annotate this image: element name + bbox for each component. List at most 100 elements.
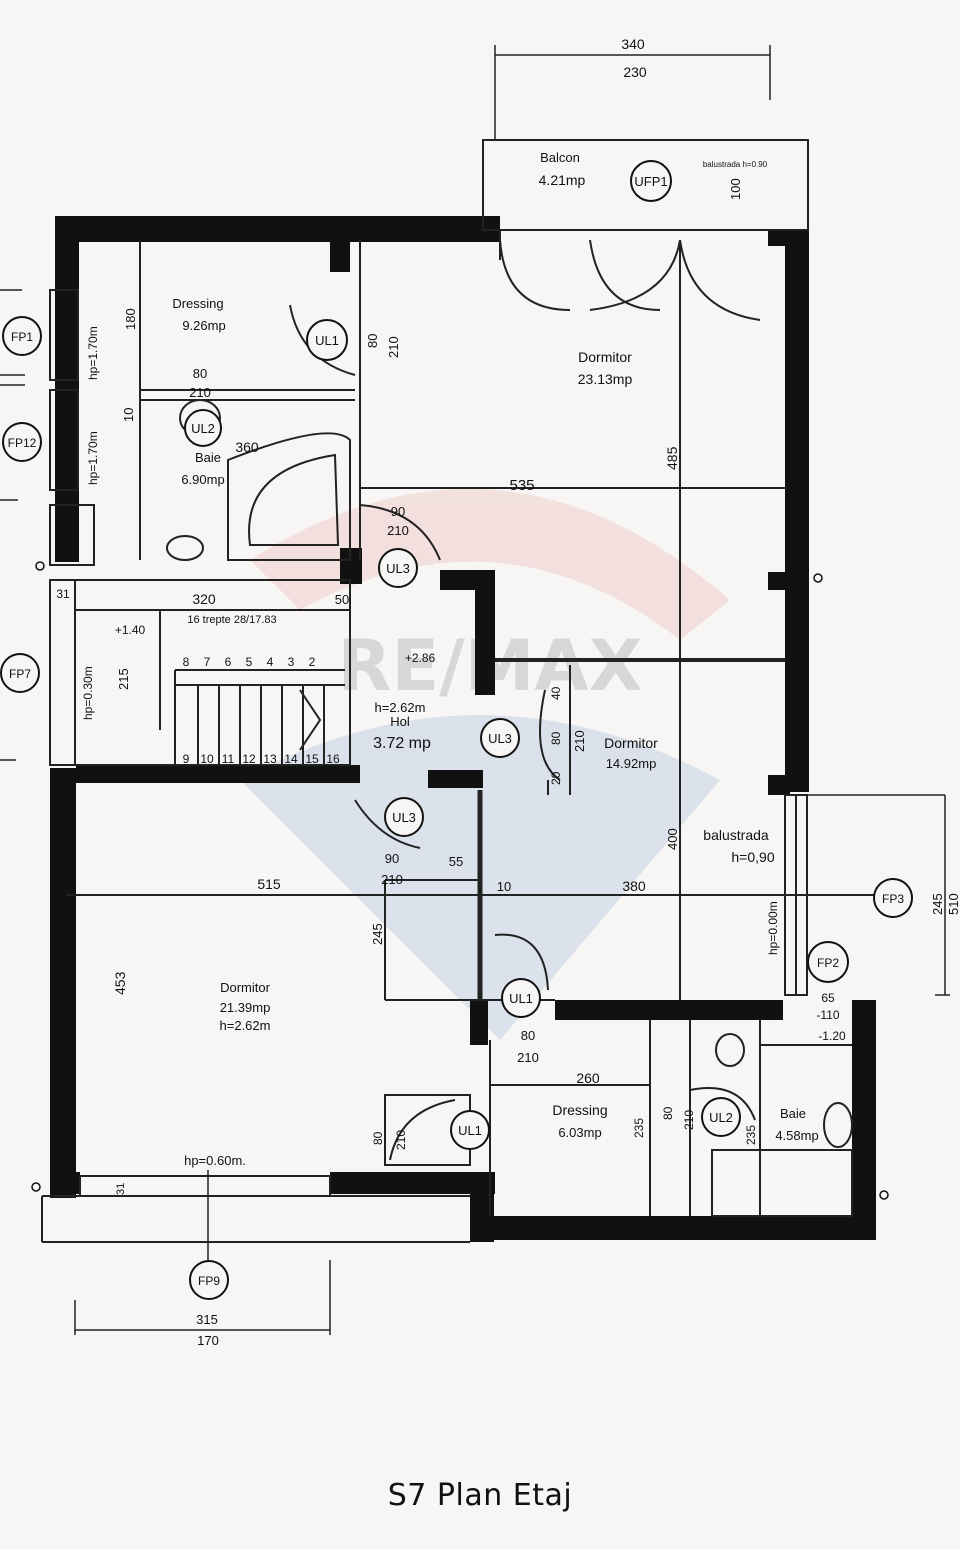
tag-ufp1: UFP1: [634, 174, 667, 189]
tag-fp1: FP1: [11, 330, 33, 344]
dim-210h: 210: [682, 1110, 696, 1130]
dim-485: 485: [664, 446, 680, 470]
label-hp-060: hp=0.60m.: [184, 1153, 246, 1168]
label-balustrada: balustrada: [703, 827, 769, 843]
stair-step-number-9: 9: [183, 752, 190, 766]
dim-80a: 80: [365, 334, 380, 348]
dim-90a: 90: [391, 504, 405, 519]
room-baie-sud-area: 4.58mp: [775, 1128, 818, 1143]
room-dormitor-nord-name: Dormitor: [578, 349, 632, 365]
dim-315: 315: [196, 1312, 218, 1327]
dimension-numbers: 340 230 100 180 80 210 80 210 10 360 535…: [56, 36, 960, 1348]
tag-fp3: FP3: [882, 892, 904, 906]
dim-90b: 90: [385, 851, 399, 866]
tag-fp2: FP2: [817, 956, 839, 970]
dim-80e: 80: [371, 1131, 385, 1145]
dim-380: 380: [622, 878, 646, 894]
dim-20: 20: [549, 771, 563, 785]
room-dressing-sud-name: Dressing: [552, 1102, 607, 1118]
dim-80b: 80: [193, 366, 207, 381]
stair-step-number-5: 5: [246, 655, 253, 669]
dim-31b: 31: [115, 1183, 127, 1195]
label-hp-170b: hp=1.70m: [86, 431, 100, 485]
dim-510: 510: [946, 893, 960, 915]
room-dressing-nord-area: 9.26mp: [182, 318, 225, 333]
dim-110: -110: [816, 1008, 839, 1022]
dim-210d: 210: [572, 730, 587, 752]
dim-180: 180: [123, 308, 138, 330]
room-dormitor-sud-area: 21.39mp: [220, 1000, 271, 1015]
element-tags: [0, 160, 913, 1300]
dim-210c: 210: [387, 523, 409, 538]
tag-ul2-a: UL2: [191, 421, 215, 436]
room-dormitor-sud-name: Dormitor: [220, 980, 271, 995]
dimension-lines: [0, 45, 950, 1335]
dim-40: 40: [549, 686, 563, 700]
dim-535: 535: [509, 477, 534, 494]
dim-10: 10: [121, 408, 136, 422]
dim-245b: 245: [930, 893, 945, 915]
dim-top-230: 230: [623, 64, 647, 80]
dim-80d: 80: [521, 1028, 535, 1043]
dim-515: 515: [257, 876, 281, 892]
stair-step-number-15: 15: [305, 752, 319, 766]
stair-step-number-13: 13: [263, 752, 277, 766]
stair-step-number-8: 8: [183, 655, 190, 669]
stair-step-number-16: 16: [326, 752, 340, 766]
dim-235b: 235: [744, 1125, 758, 1145]
plan-caption: S7 Plan Etaj: [387, 1478, 573, 1513]
element-tag-labels: UFP1 UL1 UL2 UL3 UL3 UL3 UL1 UL1 UL2 FP1…: [8, 174, 905, 1288]
stair-step-number-3: 3: [288, 655, 295, 669]
tag-fp9: FP9: [198, 1274, 220, 1288]
dim-210f: 210: [517, 1050, 539, 1065]
dim-210a: 210: [386, 336, 401, 358]
dim-55: 55: [449, 854, 463, 869]
stair-step-number-10: 10: [200, 752, 214, 766]
stair-step-number-14: 14: [284, 752, 298, 766]
dim-80f: 80: [661, 1106, 675, 1120]
interior-lines: [41, 139, 875, 1243]
room-balcon-name: Balcon: [540, 150, 580, 165]
misc-labels: hp=1.70m hp=1.70m hp=0.30m hp=0.00m hp=0…: [81, 160, 780, 1168]
room-labels: Balcon 4.21mp Dormitor 23.13mp Dressing …: [172, 150, 818, 1143]
label-hp-170a: hp=1.70m: [86, 326, 100, 380]
room-baie-sud-name: Baie: [780, 1106, 806, 1121]
dim-65: 65: [821, 991, 835, 1005]
tag-ul1-c: UL1: [458, 1123, 482, 1138]
dim-10b: 10: [497, 879, 511, 894]
room-dormitor-mijloc-area: 14.92mp: [606, 756, 657, 771]
tag-fp7: FP7: [9, 667, 31, 681]
tag-fp12: FP12: [8, 436, 37, 450]
dim-215: 215: [116, 668, 131, 690]
dim-260: 260: [576, 1070, 600, 1086]
stair-step-number-2: 2: [309, 655, 316, 669]
exterior-walls: [50, 216, 876, 1242]
dim-80c: 80: [549, 731, 563, 745]
dim-210b: 210: [189, 385, 211, 400]
room-hol-name: Hol: [390, 714, 410, 729]
dim-210e: 210: [381, 872, 403, 887]
tag-ul3-b: UL3: [488, 731, 512, 746]
dim-245a: 245: [370, 923, 385, 945]
dim-balcon-100: 100: [728, 178, 743, 200]
room-dormitor-nord-area: 23.13mp: [578, 371, 633, 387]
dim-235a: 235: [632, 1118, 646, 1138]
room-baie-nord-name: Baie: [195, 450, 221, 465]
dim-400: 400: [665, 828, 680, 850]
dim-453: 453: [112, 971, 128, 995]
room-dressing-nord-name: Dressing: [172, 296, 223, 311]
dim-31a: 31: [56, 587, 70, 601]
dim-320: 320: [192, 591, 216, 607]
tag-ul2-b: UL2: [709, 1110, 733, 1125]
tag-ul1-a: UL1: [315, 333, 339, 348]
dim-top-340: 340: [621, 36, 645, 52]
label-lvl-140: +1.40: [115, 623, 146, 637]
label-hp-030: hp=0.30m: [81, 666, 95, 720]
label-lvl-286: +2.86: [405, 651, 436, 665]
stair-step-number-11: 11: [222, 752, 235, 766]
label-balustrada-small: balustrada h=0.90: [703, 160, 768, 169]
room-dressing-sud-area: 6.03mp: [558, 1125, 601, 1140]
